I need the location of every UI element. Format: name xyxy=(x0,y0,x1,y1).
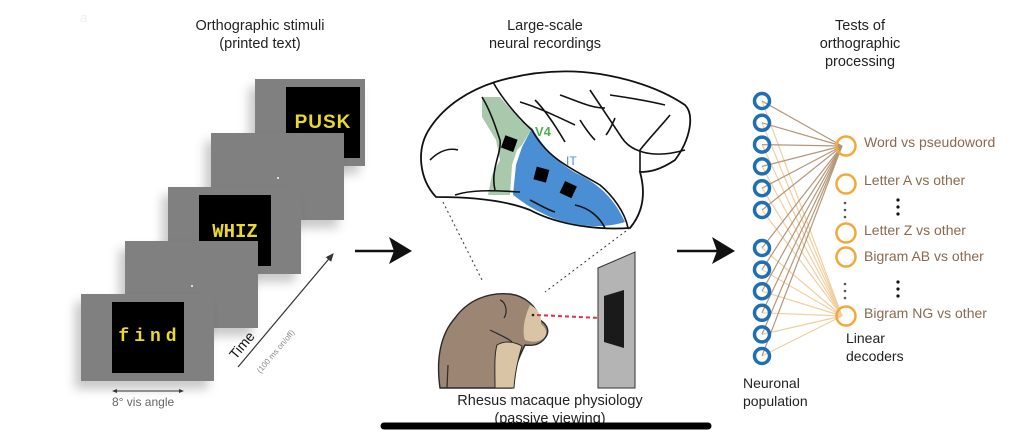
recordings-caption-line2: (passive viewing) xyxy=(494,411,606,427)
connection-line xyxy=(761,145,843,292)
electrode-array xyxy=(559,181,577,199)
decoder-label: Letter Z vs other xyxy=(864,222,966,238)
neuronal-population xyxy=(752,91,772,366)
neuron-unit xyxy=(752,178,772,198)
stimuli-title-line1: Orthographic stimuli xyxy=(195,18,325,34)
connection-line xyxy=(761,144,843,147)
connection-line xyxy=(761,145,843,189)
connection-line xyxy=(761,166,843,317)
connection-line xyxy=(761,269,843,317)
decoders-label-line2: decoders xyxy=(846,348,904,364)
connection-line xyxy=(761,315,843,335)
stimuli-title: Orthographic stimuli (printed text) xyxy=(170,17,350,53)
tests-title: Tests of orthographic processing xyxy=(800,17,920,71)
monkey-body xyxy=(437,293,549,389)
neuron-unit xyxy=(752,200,772,220)
brain-outline xyxy=(420,70,692,230)
connection-line xyxy=(761,315,843,357)
connection-line xyxy=(761,145,843,167)
decoders-label: Linear decoders xyxy=(846,329,904,365)
it-region xyxy=(513,128,625,227)
neuron-unit xyxy=(752,325,772,344)
brain-illustration xyxy=(420,70,692,293)
decoders-label-line1: Linear xyxy=(846,330,885,346)
stimulus-word: find xyxy=(118,327,182,347)
connection-line xyxy=(761,145,843,357)
recordings-title-line1: Large-scale xyxy=(507,18,583,34)
recordings-caption: Rhesus macaque physiology (passive viewi… xyxy=(420,392,680,428)
neuron-unit xyxy=(752,303,772,323)
neuron-unit xyxy=(752,281,772,301)
stimulus-screen: find xyxy=(112,302,184,373)
connection-line xyxy=(761,145,843,270)
connection-line xyxy=(761,247,843,317)
tests-title-line3: processing xyxy=(824,54,896,70)
monkey-chest xyxy=(494,341,523,389)
electrode-array xyxy=(500,135,518,152)
decoder-unit xyxy=(835,135,857,157)
connection-line xyxy=(761,312,843,317)
fixation-dot xyxy=(277,177,279,179)
connection-line xyxy=(761,145,843,335)
decoder-unit xyxy=(835,246,857,268)
decoder-units xyxy=(835,135,857,327)
macaque-illustration xyxy=(437,293,601,389)
connection-line xyxy=(761,290,843,317)
decoder-label: Bigram AB vs other xyxy=(864,248,984,264)
neuron-unit xyxy=(752,260,772,279)
connection-line xyxy=(761,145,843,314)
stimulus-frame-1: find xyxy=(81,294,214,381)
decoder-unit xyxy=(835,305,857,327)
decoder-unit xyxy=(835,222,857,244)
population-label-line2: population xyxy=(743,393,808,409)
connection-line xyxy=(761,209,843,317)
recordings-caption-line1: Rhesus macaque physiology xyxy=(457,393,643,409)
monitor-icon xyxy=(597,251,636,389)
scale-label: 8° vis angle xyxy=(112,395,175,409)
scale-bar xyxy=(112,389,184,393)
neuron-unit xyxy=(752,135,772,154)
connection-line xyxy=(761,122,843,147)
stimulus-word: WHIZ xyxy=(212,221,258,243)
population-label: Neuronal population xyxy=(743,374,808,410)
network-connections xyxy=(761,100,843,357)
tests-title-line2: orthographic xyxy=(819,36,901,52)
arrow-right-icon xyxy=(355,237,412,264)
connection-line xyxy=(761,145,843,211)
recordings-title-line2: neural recordings xyxy=(488,36,602,52)
decoder-label: Letter A vs other xyxy=(864,172,966,188)
time-sublabel: (100 ms on/off) xyxy=(255,328,297,375)
connection-line xyxy=(761,122,843,317)
electrode-array xyxy=(533,166,550,183)
monkey-face xyxy=(523,305,547,342)
population-label-line1: Neuronal xyxy=(743,375,800,391)
neuron-unit xyxy=(752,157,772,176)
tests-title-line1: Tests of xyxy=(835,18,885,34)
time-label: Time xyxy=(225,328,258,362)
connection-line xyxy=(761,100,843,317)
neuron-unit xyxy=(752,91,772,111)
connection-line xyxy=(761,100,843,147)
v4-label: V4 xyxy=(535,124,551,139)
decoder-label: Word vs pseudoword xyxy=(864,134,996,150)
neuron-unit xyxy=(752,346,772,366)
decoder-unit xyxy=(835,173,857,195)
stimulus-word: PUSK xyxy=(294,112,352,133)
it-label: IT xyxy=(566,154,577,168)
neuron-unit xyxy=(752,113,772,133)
neuron-unit xyxy=(752,238,772,258)
fixation-dot xyxy=(191,285,193,287)
gaze-line xyxy=(536,314,601,319)
arrow-right-icon xyxy=(677,237,735,264)
panel-letter: a xyxy=(80,10,88,25)
connection-line xyxy=(761,187,843,317)
stimuli-title-line2: (printed text) xyxy=(219,36,301,52)
decoder-label: Bigram NG vs other xyxy=(864,305,987,321)
v4-region xyxy=(482,97,532,195)
recordings-title: Large-scale neural recordings xyxy=(460,17,630,53)
connection-line xyxy=(761,145,843,249)
connection-line xyxy=(761,144,843,317)
